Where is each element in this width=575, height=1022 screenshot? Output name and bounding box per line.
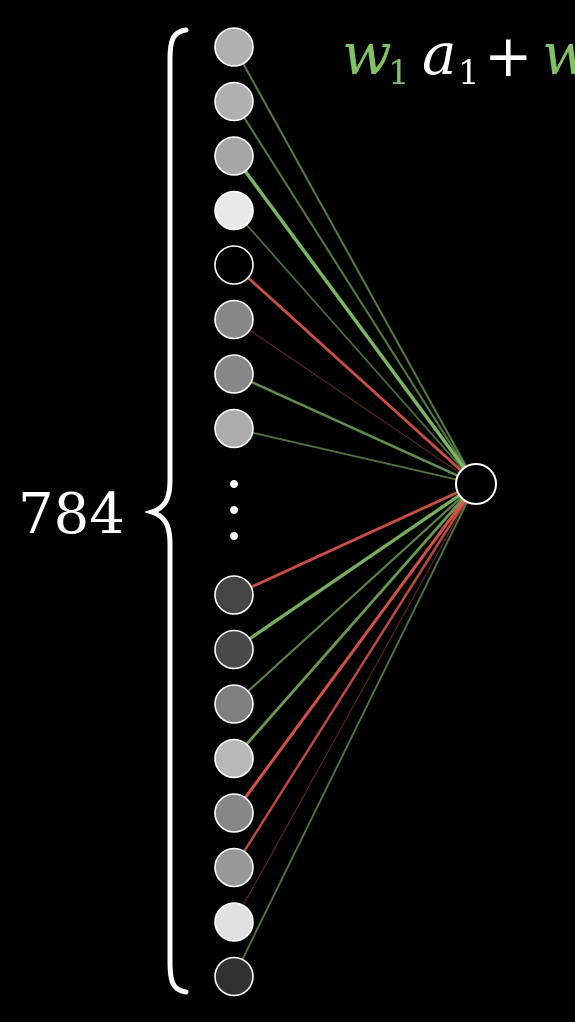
next-weight-symbol: w (542, 20, 575, 88)
weight-line (233, 372, 477, 486)
ellipsis-dot (230, 506, 238, 514)
weight-connections (232, 46, 478, 977)
input-neuron (214, 81, 254, 122)
input-neuron (214, 738, 254, 779)
input-neuron (214, 847, 254, 888)
output-neuron (455, 463, 497, 505)
input-neuron (214, 575, 254, 615)
input-neuron (214, 629, 254, 670)
input-neuron (214, 408, 254, 449)
weighted-sum-equation: w 1 a 1 + w (342, 20, 575, 93)
weight-line (233, 100, 477, 485)
layer-size-label: 784 (18, 482, 125, 547)
weight-line (233, 482, 477, 651)
activation-subscript: 1 (458, 53, 480, 93)
weight-line (233, 319, 477, 485)
weight-line (233, 483, 477, 923)
input-neuron (214, 793, 254, 833)
plus-operator: + (484, 22, 533, 90)
input-neuron (214, 27, 254, 67)
ellipsis-dot (230, 532, 238, 540)
input-neuron (214, 136, 254, 176)
input-neuron (214, 684, 254, 724)
input-neuron (214, 956, 254, 997)
curly-brace (144, 27, 189, 995)
weight-subscript: 1 (388, 53, 410, 93)
weight-line (232, 483, 478, 814)
weight-line (233, 427, 477, 485)
weight-line (232, 154, 478, 486)
weight-line (233, 483, 477, 977)
ellipsis-dots (230, 480, 238, 540)
weight-symbol: w (342, 20, 392, 88)
weight-line (232, 483, 478, 869)
input-neuron (214, 245, 254, 285)
weight-line (232, 483, 478, 760)
weight-line (233, 46, 477, 485)
input-neurons (214, 27, 254, 997)
ellipsis-dot (230, 480, 238, 488)
weight-line (233, 209, 477, 485)
input-neuron (214, 190, 254, 231)
activation-symbol: a (422, 20, 457, 88)
weight-line (233, 482, 477, 597)
input-neuron (214, 299, 254, 340)
input-neuron (214, 354, 254, 394)
weight-line (233, 483, 477, 705)
input-neuron (214, 902, 254, 942)
weight-line (233, 263, 477, 486)
